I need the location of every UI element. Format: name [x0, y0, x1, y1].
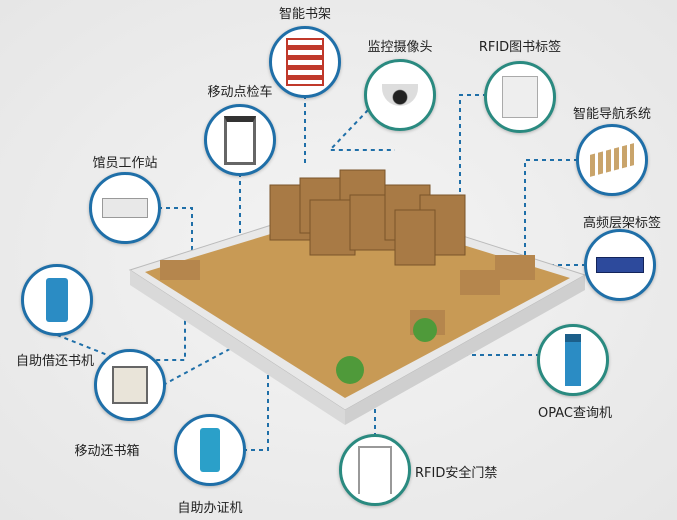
camera-icon [382, 84, 418, 106]
bookshelves [269, 169, 466, 266]
security-gate-icon [358, 446, 392, 494]
node-opac[interactable] [537, 324, 609, 396]
inventory-cart-icon [224, 115, 256, 165]
card-machine-icon [200, 428, 220, 472]
node-shelf-tag[interactable] [584, 229, 656, 301]
rfid-tag-icon [502, 76, 538, 118]
label-workstation: 馆员工作站 [92, 156, 158, 171]
node-camera[interactable] [364, 59, 436, 131]
label-camera: 监控摄像头 [367, 40, 433, 55]
label-inventory-cart: 移动点检车 [207, 85, 273, 100]
label-self-checkout: 自助借还书机 [15, 354, 95, 369]
kiosk-icon [46, 278, 68, 322]
node-smart-bookshelf[interactable] [269, 26, 341, 98]
node-inventory-cart[interactable] [204, 104, 276, 176]
bookshelf-icon [286, 38, 324, 86]
node-return-box[interactable] [94, 349, 166, 421]
label-shelf-tag: 高频层架标签 [582, 216, 662, 231]
node-rfid-book-tag[interactable] [484, 61, 556, 133]
label-navigation: 智能导航系统 [572, 107, 652, 122]
opac-icon [565, 334, 581, 386]
return-box-icon [112, 366, 148, 404]
label-smart-bookshelf: 智能书架 [278, 7, 332, 22]
plant [336, 356, 364, 384]
wall-left [130, 270, 345, 425]
node-security-gate[interactable] [339, 434, 411, 506]
label-card-machine: 自助办证机 [177, 501, 243, 516]
node-card-machine[interactable] [174, 414, 246, 486]
label-rfid-book-tag: RFID图书标签 [478, 40, 562, 55]
node-workstation[interactable] [89, 172, 161, 244]
label-opac: OPAC查询机 [538, 406, 612, 421]
node-self-checkout[interactable] [21, 264, 93, 336]
navigation-icon [590, 143, 634, 177]
shelf-tag-icon [596, 257, 644, 273]
label-security-gate: RFID安全门禁 [415, 466, 498, 481]
label-return-box: 移动还书箱 [74, 444, 140, 459]
workstation-icon [102, 198, 148, 218]
plant [413, 318, 437, 342]
wall-right [345, 275, 585, 425]
node-navigation[interactable] [576, 124, 648, 196]
wood-floor [145, 210, 570, 398]
